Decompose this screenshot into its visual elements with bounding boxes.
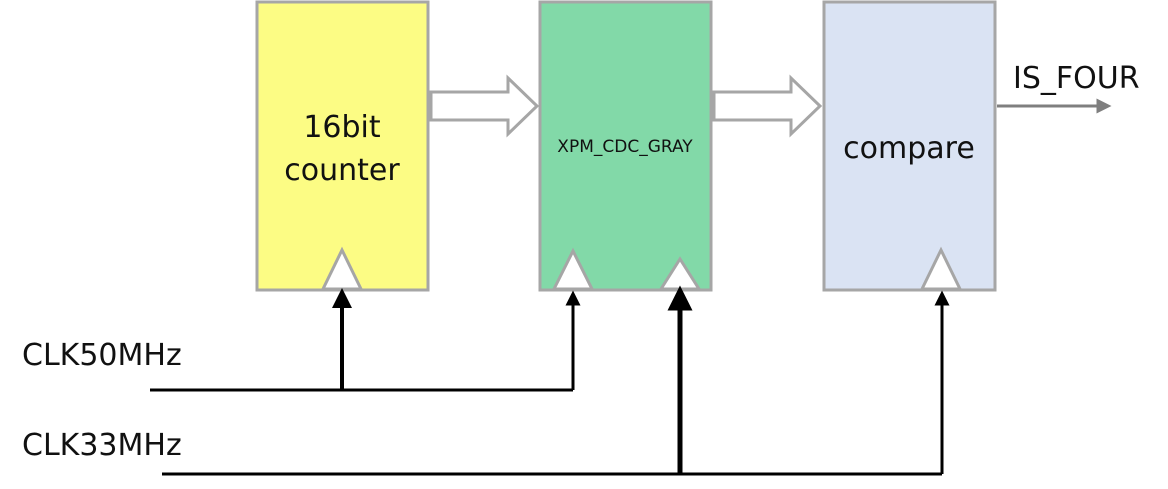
- clk50-net: [150, 288, 581, 392]
- cdc-label: XPM_CDC_GRAY: [557, 137, 693, 157]
- bus-arrow-counter-to-cdc-icon: [429, 74, 540, 138]
- output-label: IS_FOUR: [1013, 61, 1140, 96]
- cdc-src-clock-triangle-icon: [551, 247, 595, 291]
- counter-block: 16bit counter: [255, 0, 430, 292]
- compare-block: compare: [822, 0, 997, 292]
- clk33-net: [162, 285, 950, 476]
- counter-label-line1: 16bit: [303, 110, 381, 145]
- cdc-block: XPM_CDC_GRAY: [538, 0, 713, 292]
- compare-label: compare: [843, 131, 975, 166]
- compare-clock-triangle-icon: [919, 246, 963, 291]
- counter-label-line2: counter: [284, 153, 400, 188]
- clk50-label: CLK50MHz: [22, 338, 182, 373]
- clk33-label: CLK33MHz: [22, 428, 182, 463]
- cdc-block-rect: [538, 0, 713, 292]
- bus-arrow-cdc-to-compare-icon: [712, 74, 823, 138]
- compare-block-rect: [822, 0, 997, 292]
- counter-block-rect: [255, 0, 430, 292]
